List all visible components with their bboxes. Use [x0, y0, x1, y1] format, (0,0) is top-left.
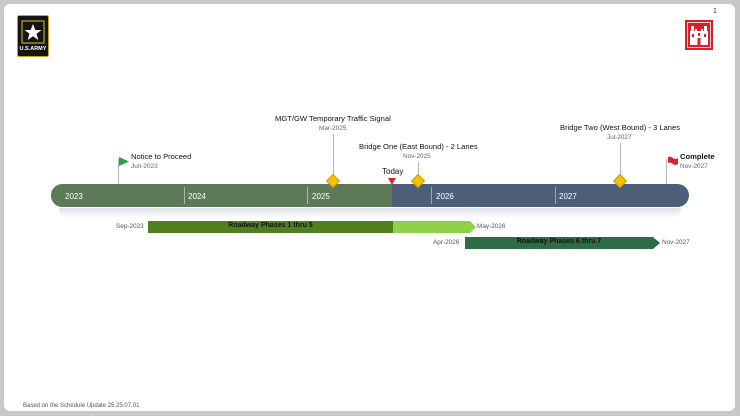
bridge-one-leader-line: [418, 162, 419, 179]
year-label: 2025: [312, 192, 330, 201]
task1-end-date: May-2026: [477, 223, 506, 230]
task2-label: Roadway Phases 6 thru 7: [516, 238, 602, 245]
year-divider: [555, 187, 556, 204]
slide: U.S.ARMY 1 Notice to Proceed Jun-2023 MG…: [4, 4, 735, 411]
finish-flag-icon: [668, 156, 678, 165]
milestone-bridge-one-date: Nov-2025: [403, 153, 431, 160]
timeline-elapsed: [51, 184, 392, 207]
milestone-complete-title: Complete: [680, 152, 715, 161]
milestone-mgt-date: Mar-2025: [319, 125, 347, 132]
today-marker-icon: [388, 178, 396, 185]
task2-bar: [465, 237, 660, 249]
year-divider: [307, 187, 308, 204]
footer-note: Based on the Schedule Update 25.25.07.01: [23, 403, 140, 409]
milestone-bridge-one-title: Bridge One (East Bound) - 2 Lanes: [359, 142, 478, 151]
castle-icon: [685, 20, 713, 50]
task1-start-date: Sep-2023: [116, 223, 144, 230]
task2-end-date: Nov-2027: [662, 239, 690, 246]
year-divider: [184, 187, 185, 204]
year-label: 2026: [436, 192, 454, 201]
task1-label: Roadway Phases 1 thru 5: [228, 222, 313, 229]
milestone-complete-date: Nov-2027: [680, 163, 708, 170]
year-label: 2027: [559, 192, 577, 201]
milestone-mgt-title: MGT/GW Temporary Traffic Signal: [275, 114, 391, 123]
year-label: 2023: [65, 192, 83, 201]
timeline-band: [51, 184, 689, 207]
ntp-leader-line: [118, 159, 119, 185]
milestone-ntp-title: Notice to Proceed: [131, 152, 192, 161]
timeline-reflection: [59, 208, 681, 218]
task2-start-date: Apr-2026: [433, 239, 460, 246]
page-number: 1: [713, 8, 717, 15]
milestone-ntp-date: Jun-2023: [131, 163, 158, 170]
army-star-icon: [21, 20, 45, 44]
army-logo: U.S.ARMY: [17, 15, 49, 57]
milestone-bridge-two-date: Jul-2027: [607, 134, 632, 141]
start-flag-icon: [119, 157, 129, 166]
usace-logo: [685, 20, 713, 50]
today-label: Today: [382, 167, 404, 176]
task1-bar: [148, 221, 476, 233]
year-label: 2024: [188, 192, 206, 201]
mgt-leader-line: [333, 134, 334, 179]
milestone-bridge-two-title: Bridge Two (West Bound) - 3 Lanes: [560, 123, 681, 132]
complete-leader-line: [666, 159, 667, 185]
army-logo-text: U.S.ARMY: [19, 46, 47, 52]
bridge-two-leader-line: [620, 143, 621, 179]
year-divider: [431, 187, 432, 204]
